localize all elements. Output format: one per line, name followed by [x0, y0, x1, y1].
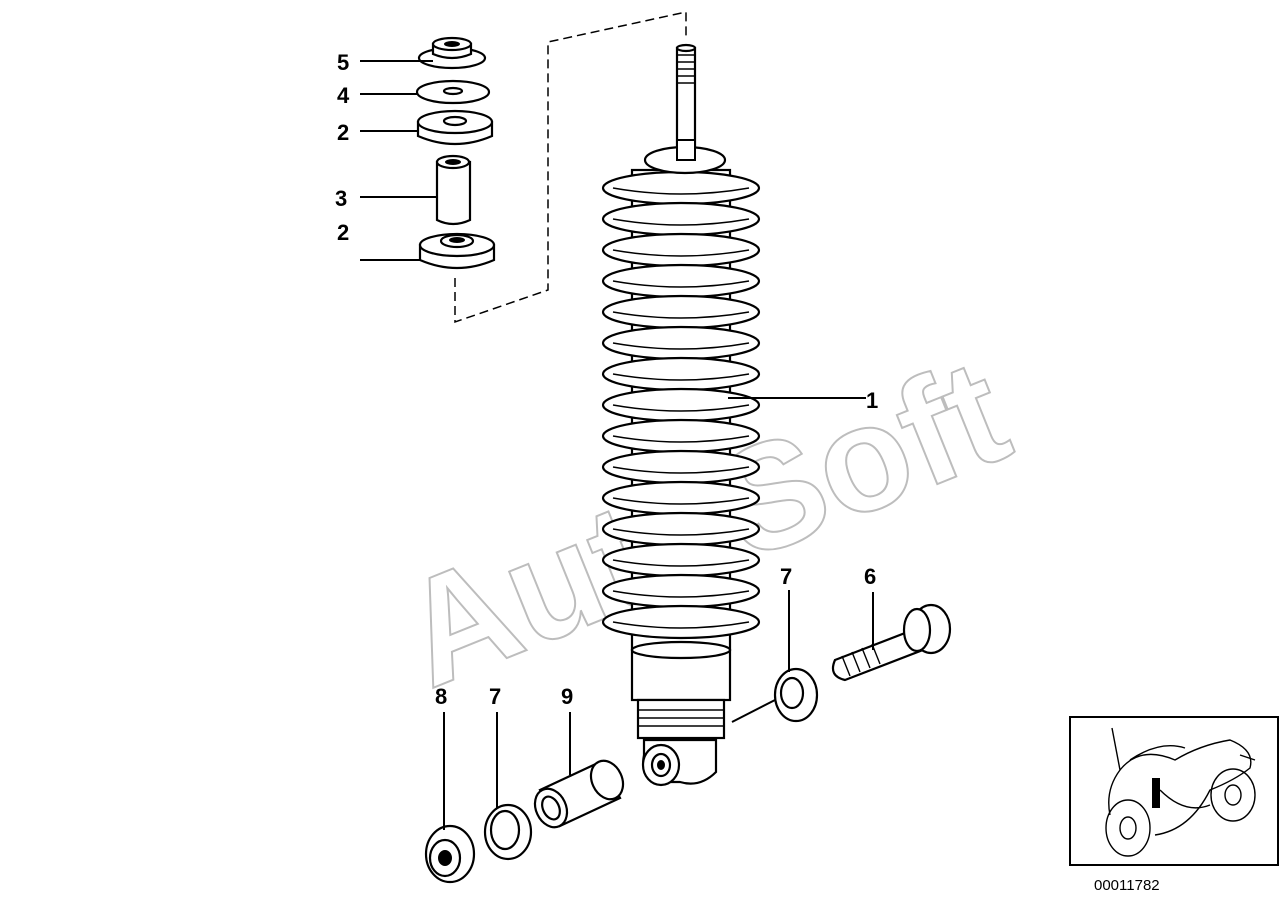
part-rubber-bush-upper: [416, 109, 494, 146]
spring-coil: [601, 387, 761, 423]
spring-coil: [601, 232, 761, 268]
leader-lines: [360, 60, 874, 830]
spring-coil: [601, 573, 761, 609]
part-shock-absorber: [601, 43, 761, 787]
spring-coil-inner: [612, 621, 750, 629]
locator-inset: [1069, 716, 1279, 866]
spring-coil: [601, 511, 761, 547]
spring-coil-inner: [612, 280, 750, 288]
spring-coil-inner: [612, 249, 750, 257]
part-bolt: [831, 603, 952, 682]
part-flange-nut-left: [424, 824, 476, 884]
spring-coil-inner: [612, 187, 750, 195]
spring-coil: [601, 170, 761, 206]
callout-9: 9: [561, 684, 573, 709]
spring-coil: [601, 604, 761, 640]
spring-coil: [601, 356, 761, 392]
callout-5: 5: [337, 50, 349, 75]
spring-coil-inner: [612, 590, 750, 598]
spring-coil-inner: [612, 218, 750, 226]
spring-coil: [601, 201, 761, 237]
part-rubber-bush-lower: [418, 232, 496, 270]
callout-4: 4: [337, 83, 350, 108]
callout-2-lower: 2: [337, 220, 349, 245]
callout-3: 3: [335, 186, 347, 211]
spring-coil: [601, 294, 761, 330]
spring-coil-inner: [612, 404, 750, 412]
spring-coil-inner: [612, 559, 750, 567]
spring-coils: [601, 170, 761, 640]
part-washer-top: [415, 79, 491, 105]
spring-coil: [601, 263, 761, 299]
part-sleeve: [435, 154, 472, 226]
spring-coil-inner: [612, 497, 750, 505]
spring-coil-inner: [612, 528, 750, 536]
callout-7-right: 7: [780, 564, 792, 589]
part-flange-nut: [417, 36, 487, 70]
callout-7-left: 7: [489, 684, 501, 709]
spring-coil: [601, 418, 761, 454]
spring-coil: [601, 480, 761, 516]
diagram-part-number: 00011782: [1094, 877, 1160, 894]
spring-coil: [601, 542, 761, 578]
part-washer-right: [773, 667, 819, 723]
spring-coil: [601, 325, 761, 361]
spring-coil-inner: [612, 311, 750, 319]
part-washer-left: [483, 803, 533, 861]
part-bushing-sleeve: [533, 759, 625, 829]
spring-coil-inner: [612, 435, 750, 443]
callout-2-upper: 2: [337, 120, 349, 145]
callout-8: 8: [435, 684, 447, 709]
spring-coil-inner: [612, 466, 750, 474]
callout-6: 6: [864, 564, 876, 589]
spring-coil-inner: [612, 342, 750, 350]
spring-coil: [601, 449, 761, 485]
spring-coil-inner: [612, 373, 750, 381]
callout-1: 1: [866, 388, 878, 413]
assembly-dashed-line: [454, 11, 687, 324]
callout-labels: 5 4 2 3 2 1 7 6 8 7 9: [335, 50, 878, 709]
